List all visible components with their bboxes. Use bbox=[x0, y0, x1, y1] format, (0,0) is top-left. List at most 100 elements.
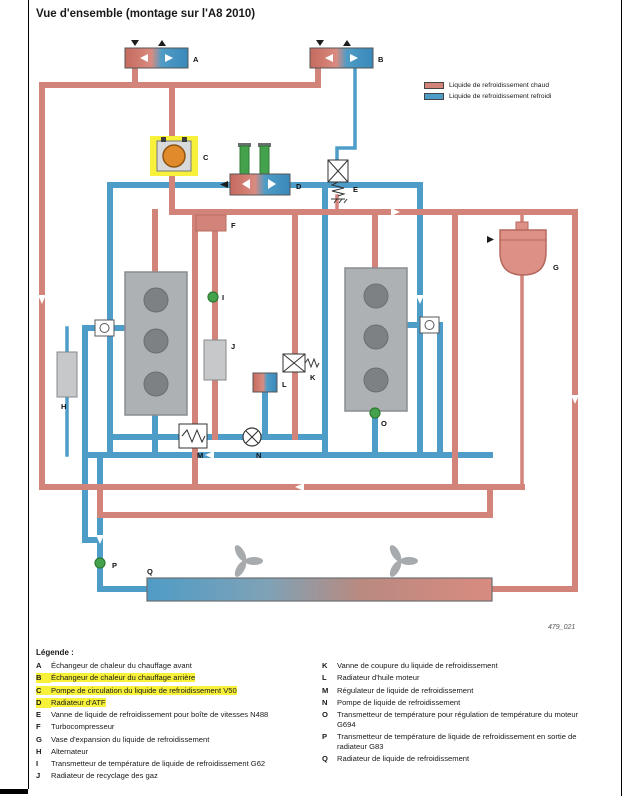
heater-core-rear-b bbox=[309, 40, 374, 69]
legend-item: J Radiateur de recyclage des gaz bbox=[36, 771, 308, 781]
coolant-fitting-right bbox=[419, 316, 440, 334]
legend-column-right: K Vanne de coupure du liquide de refroidi… bbox=[322, 661, 594, 784]
legend-item: N Pompe de liquide de refroidissement bbox=[322, 698, 594, 708]
temp-sensor-p bbox=[94, 557, 106, 569]
legend-item-label: Échangeur de chaleur du chauffage arrièr… bbox=[51, 673, 196, 683]
legend-item: K Vanne de coupure du liquide de refroidi… bbox=[322, 661, 594, 671]
legend-item-label: Radiateur d'ATF bbox=[51, 697, 106, 707]
flow-legend-item: Liquide de refroidissement refroidi bbox=[424, 93, 551, 100]
marker-h: H bbox=[61, 402, 66, 411]
legend-item: Q Radiateur de liquide de refroidissement bbox=[322, 754, 594, 764]
engine-oil-cooler-l bbox=[252, 372, 278, 393]
coolant-pump-n bbox=[242, 427, 262, 447]
main-radiator-q bbox=[146, 577, 493, 602]
cooling-circuit-diagram: A B C D E F G H I J K L M N O P Q bbox=[38, 40, 579, 602]
coolant-regulator-m bbox=[178, 423, 208, 449]
legend-item: H Alternateur bbox=[36, 747, 308, 757]
marker-j: J bbox=[231, 342, 235, 351]
legend-item: O Transmetteur de température pour régula… bbox=[322, 710, 594, 730]
legend-item-key: I bbox=[36, 759, 39, 768]
circulation-pump-c-highlighted bbox=[150, 136, 198, 176]
legend-item-key: A bbox=[36, 661, 42, 670]
marker-p: P bbox=[112, 561, 117, 570]
diagram-markers: A B C D E F G H I J K L M N O P Q bbox=[61, 55, 559, 576]
marker-c: C bbox=[203, 153, 209, 162]
marker-i: I bbox=[222, 293, 224, 302]
temp-sensor-i bbox=[207, 291, 219, 303]
legend-item-key: B bbox=[36, 673, 51, 684]
legend-item-label: Vanne de coupure du liquide de refroidis… bbox=[337, 661, 498, 670]
legend-item-label: Pompe de circulation du liquide de refro… bbox=[51, 685, 237, 695]
legend-item: P Transmetteur de température de liquide … bbox=[322, 732, 594, 752]
flow-legend-item: Liquide de refroidissement chaud bbox=[424, 82, 551, 89]
legend-item-label: Radiateur de recyclage des gaz bbox=[51, 771, 158, 781]
marker-o: O bbox=[381, 419, 387, 428]
turbocharger-f bbox=[195, 214, 227, 232]
page-left-rule bbox=[28, 0, 29, 789]
marker-e: E bbox=[353, 185, 358, 194]
temp-sensor-o bbox=[369, 407, 381, 419]
legend-item-label: Transmetteur de température pour régulat… bbox=[337, 710, 579, 729]
page-title: Vue d'ensemble (montage sur l'A8 2010) bbox=[36, 8, 256, 20]
engine-block-left bbox=[124, 271, 188, 416]
legend-item-label: Transmetteur de température de liquide d… bbox=[337, 732, 577, 751]
legend-item-label: Turbocompresseur bbox=[51, 722, 115, 732]
legend-item-key: L bbox=[322, 673, 327, 683]
expansion-tank-g bbox=[487, 221, 547, 276]
page-right-rule bbox=[621, 0, 622, 796]
fan-icon-left bbox=[234, 545, 263, 577]
legend-item-key: H bbox=[36, 746, 42, 756]
legend-item-key: D bbox=[36, 697, 51, 708]
marker-b: B bbox=[378, 55, 384, 64]
marker-g: G bbox=[553, 263, 559, 272]
marker-n: N bbox=[256, 451, 261, 460]
legend-item-key: E bbox=[36, 710, 42, 719]
marker-l: L bbox=[282, 380, 287, 389]
legend-item-key: C bbox=[36, 685, 51, 696]
flow-direction-arrows bbox=[38, 208, 579, 544]
legend-item: G Vase d'expansion du liquide de refroidi… bbox=[36, 735, 308, 745]
legend-item-label: Pompe de liquide de refroidissement bbox=[337, 697, 461, 707]
marker-a: A bbox=[193, 55, 199, 64]
marker-k: K bbox=[310, 373, 316, 382]
marker-d: D bbox=[296, 182, 302, 191]
legend-item: I Transmetteur de température de liquide … bbox=[36, 759, 308, 769]
figure-reference: 479_021 bbox=[548, 624, 576, 631]
legend-item-label: Alternateur bbox=[51, 746, 89, 756]
shutoff-valve-k bbox=[282, 353, 320, 373]
color-swatch bbox=[424, 82, 444, 89]
page-corner-mark bbox=[0, 789, 28, 794]
heater-core-front-a bbox=[124, 40, 189, 69]
legend-item-key: O bbox=[322, 710, 328, 719]
legend-item-key: N bbox=[322, 697, 328, 707]
flow-color-legend: Liquide de refroidissement chaud Liquide… bbox=[424, 82, 551, 104]
legend-item-label: Vase d'expansion du liquide de refroidis… bbox=[51, 734, 210, 744]
legend-item-label: Radiateur de liquide de refroidissement bbox=[337, 754, 470, 764]
legend-item-label: Échangeur de chaleur du chauffage avant bbox=[51, 661, 192, 670]
legend-item-label: Transmetteur de température de liquide d… bbox=[51, 759, 266, 768]
legend-item-key: K bbox=[322, 661, 328, 670]
marker-m: M bbox=[197, 451, 203, 460]
legend-item-key: G bbox=[36, 734, 42, 744]
egr-cooler-j bbox=[203, 339, 227, 381]
legend-item-key: J bbox=[36, 771, 41, 781]
alternator-h bbox=[56, 351, 78, 398]
legend-column-left: A Échangeur de chaleur du chauffage avant… bbox=[36, 661, 308, 784]
atf-radiator-d bbox=[220, 143, 291, 196]
flow-legend-label: Liquide de refroidissement chaud bbox=[449, 82, 550, 89]
legend-item-key: M bbox=[322, 685, 329, 695]
marker-q: Q bbox=[147, 567, 153, 576]
legend-item-key: P bbox=[322, 732, 328, 742]
color-swatch bbox=[424, 93, 444, 100]
legend-item: A Échangeur de chaleur du chauffage avant bbox=[36, 661, 308, 671]
gearbox-coolant-valve-e bbox=[327, 159, 349, 204]
flow-legend-label: Liquide de refroidissement refroidi bbox=[449, 93, 552, 100]
legend-item-key: Q bbox=[322, 754, 328, 764]
